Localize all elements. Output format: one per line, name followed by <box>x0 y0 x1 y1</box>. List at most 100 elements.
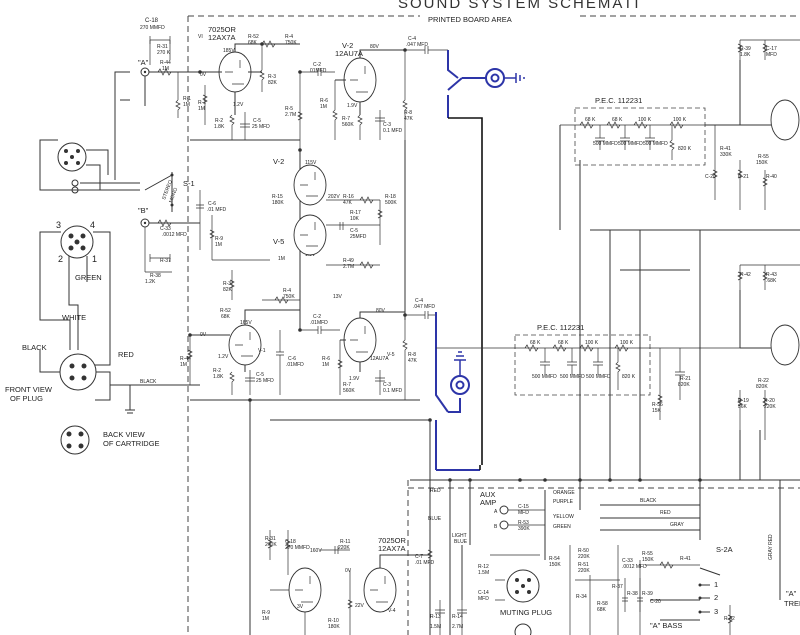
svg-text:R-6: R-6 <box>320 98 328 104</box>
svg-text:.0012 MFD: .0012 MFD <box>162 232 187 238</box>
svg-text:WHITE: WHITE <box>62 313 86 322</box>
svg-text:P.E.C. 112231: P.E.C. 112231 <box>537 323 584 332</box>
svg-text:80V: 80V <box>370 44 380 50</box>
svg-text:R-56: R-56 <box>652 402 663 408</box>
svg-text:80V: 80V <box>376 308 386 314</box>
svg-text:R-17: R-17 <box>350 210 361 216</box>
svg-text:1M: 1M <box>278 256 285 262</box>
svg-text:C-3: C-3 <box>383 382 391 388</box>
svg-text:C-4: C-4 <box>415 298 423 304</box>
svg-text:15K: 15K <box>652 408 662 414</box>
svg-text:500 MMFD: 500 MMFD <box>643 141 668 147</box>
svg-text:100 K: 100 K <box>620 340 634 346</box>
aux-amp-label-1: AUX <box>480 490 495 499</box>
svg-text:ORANGE: ORANGE <box>553 490 575 496</box>
svg-text:1.2K: 1.2K <box>145 279 156 285</box>
svg-text:1.5M: 1.5M <box>478 570 489 576</box>
svg-text:820K: 820K <box>756 384 768 390</box>
tube-right-bottom <box>770 324 800 366</box>
svg-text:750K: 750K <box>285 40 297 46</box>
svg-text:R-8: R-8 <box>408 352 416 358</box>
svg-text:C-4: C-4 <box>408 36 416 42</box>
svg-text:MONO: MONO <box>168 187 179 204</box>
svg-text:MFD: MFD <box>518 510 529 516</box>
upper-preamp-stage: 7025OR 12AX7A VI 0V 185V 1.2V R-52 68K R… <box>190 25 448 330</box>
svg-text:220K: 220K <box>338 545 350 551</box>
tube-right-top <box>770 99 800 141</box>
junction-dots <box>188 42 702 482</box>
svg-text:3V: 3V <box>297 604 304 610</box>
svg-text:7025OR: 7025OR <box>208 25 237 34</box>
svg-text:R-22: R-22 <box>758 378 769 384</box>
svg-text:1: 1 <box>714 580 718 589</box>
svg-text:LIGHT: LIGHT <box>452 533 467 539</box>
svg-text:V-2: V-2 <box>342 41 353 50</box>
svg-text:68 K: 68 K <box>585 117 596 123</box>
svg-text:750K: 750K <box>283 294 295 300</box>
svg-text:1.2V: 1.2V <box>218 354 229 360</box>
svg-text:R-53: R-53 <box>518 520 529 526</box>
printed-board-area-border <box>187 15 800 635</box>
svg-text:1M: 1M <box>183 102 190 108</box>
muting-plug-label: MUTING PLUG <box>500 608 552 617</box>
svg-text:RED: RED <box>430 488 441 494</box>
svg-text:C-21: C-21 <box>738 174 749 180</box>
printed-board-area-label: PRINTED BOARD AREA <box>428 15 512 24</box>
svg-text:R-37: R-37 <box>612 584 623 590</box>
svg-text:180K: 180K <box>272 200 284 206</box>
svg-text:220K: 220K <box>578 554 590 560</box>
svg-text:1.5M: 1.5M <box>430 624 441 630</box>
svg-text:68K: 68K <box>597 607 607 613</box>
svg-text:R-15: R-15 <box>272 194 283 200</box>
svg-text:1.8K: 1.8K <box>740 52 751 58</box>
svg-text:47K: 47K <box>408 358 418 364</box>
svg-text:1M: 1M <box>180 362 187 368</box>
svg-text:C-5: C-5 <box>256 372 264 378</box>
svg-text:R-55: R-55 <box>758 154 769 160</box>
plug-front-icon <box>60 225 94 259</box>
svg-text:68 K: 68 K <box>558 340 569 346</box>
svg-text:R-9: R-9 <box>262 610 270 616</box>
svg-text:820 K: 820 K <box>622 374 636 380</box>
svg-text:R-5: R-5 <box>285 106 293 112</box>
svg-text:V-2: V-2 <box>273 157 284 166</box>
aux-amp-label-2: AMP <box>480 498 496 507</box>
lower-preamp-stage: R-3 82K R-4 750K R-52 68K 0V 165V 1.2V V… <box>180 270 436 401</box>
svg-text:.047 MFD: .047 MFD <box>406 42 428 48</box>
svg-text:R-50: R-50 <box>578 548 589 554</box>
svg-text:500 MMFD: 500 MMFD <box>618 141 643 147</box>
rca-jack-lower-icon <box>450 375 470 395</box>
svg-text:C-33: C-33 <box>622 558 633 564</box>
svg-text:V-1: V-1 <box>258 348 266 354</box>
svg-text:BLACK: BLACK <box>640 498 657 504</box>
svg-text:R-21: R-21 <box>680 376 691 382</box>
tube-v4-right <box>363 567 397 613</box>
tube-v5-middle <box>293 214 327 256</box>
svg-text:4: 4 <box>90 220 95 230</box>
svg-text:V-5: V-5 <box>273 237 284 246</box>
svg-text:R-44: R-44 <box>160 60 171 66</box>
svg-text:GRAY RED: GRAY RED <box>768 534 774 560</box>
switch-s2a[interactable] <box>699 567 721 613</box>
svg-text:R-49: R-49 <box>343 258 354 264</box>
svg-text:0.1 MFD: 0.1 MFD <box>383 128 403 134</box>
svg-text:BACK VIEW: BACK VIEW <box>103 430 146 439</box>
svg-text:R-7: R-7 <box>343 382 351 388</box>
svg-text:R-1: R-1 <box>183 96 191 102</box>
svg-text:.01MFD: .01MFD <box>286 362 304 368</box>
svg-text:R-42: R-42 <box>724 616 735 622</box>
aux-b-jack[interactable] <box>499 520 509 530</box>
svg-text:R-19: R-19 <box>738 398 749 404</box>
aux-a-jack[interactable] <box>499 505 509 515</box>
svg-text:R-54: R-54 <box>549 556 560 562</box>
pec-block-lower: P.E.C. 112231 68 K 68 K 100 K 100 K 500 … <box>436 323 740 396</box>
svg-text:500 MMFD: 500 MMFD <box>593 141 618 147</box>
tube-v1-bottom <box>228 324 262 366</box>
din-connector-icon <box>57 142 87 172</box>
svg-text:2.7M: 2.7M <box>452 624 463 630</box>
svg-text:500 MMFD: 500 MMFD <box>586 374 611 380</box>
svg-text:R-3: R-3 <box>268 74 276 80</box>
svg-text:MFD: MFD <box>766 52 777 58</box>
svg-text:OF PLUG: OF PLUG <box>10 394 43 403</box>
